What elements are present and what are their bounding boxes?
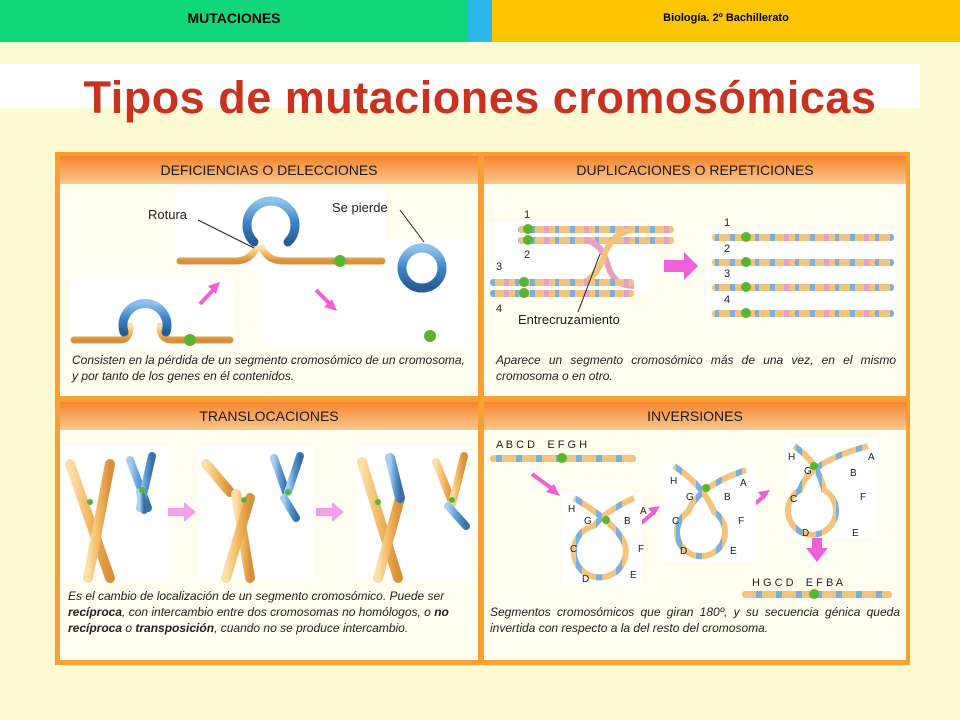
- header-section-label: MUTACIONES: [187, 10, 281, 26]
- svg-text:A: A: [640, 506, 647, 517]
- inversion-loop-2: [672, 463, 747, 560]
- strand-number: 4: [496, 303, 502, 315]
- top-bar-blue-block: [468, 0, 492, 42]
- lost-ring: [397, 243, 447, 293]
- label-entrecruzamiento: Entrecruzamiento: [518, 312, 620, 327]
- top-bar-yellow-block: [492, 0, 960, 42]
- panel-heading: DUPLICACIONES O REPETICIONES: [484, 156, 906, 184]
- svg-text:B: B: [624, 516, 631, 527]
- centromere: [334, 255, 346, 267]
- svg-text:H: H: [788, 452, 795, 463]
- arrow-icon: [664, 252, 698, 280]
- arrow-icon: [546, 484, 560, 496]
- panel-description: Segmentos cromosómicos que giran 180º, y…: [490, 605, 900, 635]
- inversion-loop-3: [785, 443, 869, 538]
- strand-number: 2: [524, 249, 530, 261]
- svg-text:G: G: [584, 516, 592, 527]
- svg-text:B: B: [850, 468, 857, 479]
- svg-text:H: H: [568, 504, 575, 515]
- paired-loop: [118, 298, 172, 337]
- arrow-icon: [758, 490, 770, 500]
- svg-text:B: B: [724, 492, 731, 503]
- panel-deficiencias: DEFICIENCIAS O DELECCIONES Rotura Se pie…: [60, 156, 478, 396]
- chromosome-pair-2: [201, 452, 304, 583]
- deletion-diagram: Rotura Se pierde: [70, 190, 474, 348]
- panel-description: Es el cambio de localización de un segme…: [68, 589, 449, 635]
- strand-number: 1: [524, 209, 530, 221]
- svg-text:D: D: [802, 528, 809, 539]
- panel-heading: TRANSLOCACIONES: [60, 402, 478, 430]
- svg-text:G: G: [804, 466, 812, 477]
- label-rotura: Rotura: [148, 207, 188, 222]
- arrow-icon: [806, 538, 828, 562]
- panel-duplicaciones: DUPLICACIONES O REPETICIONES 1 2 3: [484, 156, 906, 396]
- panel-translocaciones: TRANSLOCACIONES: [60, 402, 478, 660]
- duplication-diagram: 1 2 3 4 Entrecruzamiento 1 2 3 4: [488, 209, 896, 327]
- svg-text:E: E: [630, 570, 637, 581]
- sequence-inverted: H G C D E F B A: [752, 577, 844, 589]
- page-title: Tipos de mutaciones cromosómicas: [83, 72, 877, 123]
- panel-description: Aparece un segmento cromosómico más de u…: [496, 353, 896, 383]
- chromosome-pair-3: [357, 452, 470, 583]
- top-bar-green-block: [0, 0, 468, 42]
- strand-number: 1: [724, 217, 730, 229]
- arrow-icon: [648, 506, 660, 516]
- title-band: [0, 64, 920, 108]
- chromosome-pair-1: [65, 452, 156, 583]
- panel-description: Consisten en la pérdida de un segmento c…: [72, 353, 465, 383]
- svg-text:C: C: [672, 516, 679, 527]
- arrow-icon: [316, 502, 344, 522]
- svg-text:A: A: [868, 452, 875, 463]
- svg-text:G: G: [686, 492, 694, 503]
- inversion-diagram: A B C D E F G H H G B A C F D E H G: [490, 438, 892, 599]
- svg-text:F: F: [860, 492, 866, 503]
- strand-number: 2: [724, 243, 730, 255]
- top-bar: MUTACIONES Biología. 2º Bachillerato: [0, 0, 960, 42]
- svg-text:E: E: [730, 546, 737, 557]
- chromosome-right-arm: [258, 244, 386, 265]
- svg-text:D: D: [582, 574, 589, 585]
- header-course-label: Biología. 2º Bachillerato: [663, 12, 789, 24]
- svg-text:C: C: [790, 494, 797, 505]
- sequence-original: A B C D E F G H: [496, 439, 587, 451]
- panel-inversiones: INVERSIONES A B C D E F G H H G B A C: [484, 402, 906, 660]
- chromosome-left-arm: [176, 244, 260, 265]
- strand-number: 4: [724, 294, 730, 306]
- svg-text:F: F: [738, 516, 744, 527]
- svg-text:D: D: [680, 546, 687, 557]
- inversion-loop-1: [570, 495, 636, 581]
- arrow-icon: [208, 282, 220, 294]
- svg-text:A: A: [740, 478, 747, 489]
- strand-number: 3: [496, 261, 502, 273]
- arrow-icon: [168, 502, 196, 522]
- panel-heading: DEFICIENCIAS O DELECCIONES: [60, 156, 478, 184]
- label-se-pierde: Se pierde: [332, 200, 388, 215]
- svg-text:F: F: [638, 544, 644, 555]
- svg-text:H: H: [670, 476, 677, 487]
- svg-text:C: C: [570, 544, 577, 555]
- broken-loop: [242, 196, 300, 247]
- strand-number: 3: [724, 268, 730, 280]
- svg-text:E: E: [852, 528, 859, 539]
- panel-heading: INVERSIONES: [484, 402, 906, 430]
- arrow-icon: [324, 299, 337, 311]
- translocation-diagram: [62, 446, 472, 583]
